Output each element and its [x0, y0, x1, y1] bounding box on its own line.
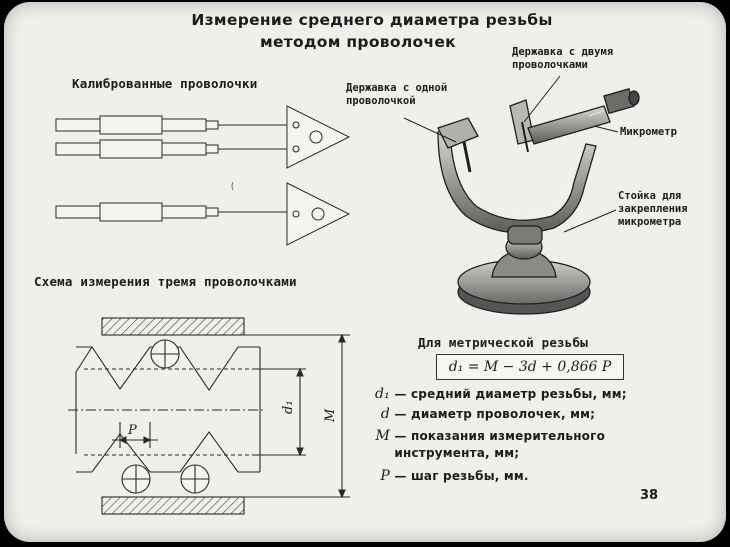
title-line-2: методом проволочек [259, 33, 457, 51]
three-wire-scheme [68, 317, 350, 515]
legend-row: P — шаг резьбы, мм. [380, 468, 529, 484]
wire-holder-single [55, 182, 351, 246]
legend-row: d₁ — средний диаметр резьбы, мм; [375, 386, 627, 402]
leader-lines [403, 75, 619, 233]
legend-row: инструмента, мм; [394, 446, 520, 460]
scheme-label: Схема измерения тремя проволочками [34, 274, 297, 289]
wires-label: Калиброванные проволочки [72, 76, 258, 91]
legend-row: M — показания измерительного [375, 428, 606, 444]
dim-p-label: P [127, 423, 137, 438]
dim-m-label: M [323, 408, 338, 423]
title-line-1: Измерение среднего диаметра резьбы [191, 11, 553, 29]
legend-row: d — диаметр проволочек, мм; [380, 406, 596, 422]
micrometer-stand-illustration [437, 88, 640, 315]
page-number: 38 [640, 488, 659, 503]
dim-d1-label: d₁ [281, 400, 296, 414]
metric-label: Для метрической резьбы [418, 335, 588, 350]
drawings: P d₁ M [55, 75, 640, 515]
wire-holder-double [55, 105, 351, 169]
slide: Измерение среднего диаметра резьбы метод… [4, 2, 726, 542]
formula-box: d₁ = M − 3d + 0,866 P [436, 354, 624, 380]
micrometer-label: Микрометр [620, 126, 677, 138]
